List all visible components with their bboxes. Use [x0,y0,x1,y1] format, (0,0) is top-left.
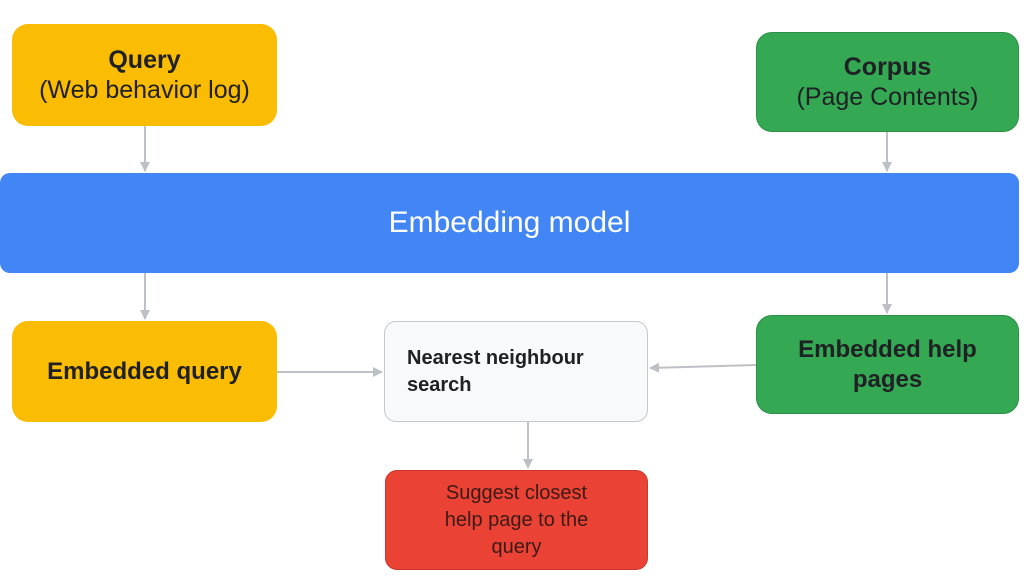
corpus-title: Corpus [843,53,932,81]
embedded-help-pages-node: Embedded help pages [756,315,1019,414]
suggest-line3: query [491,535,542,558]
embedded-query-label: Embedded query [47,357,242,385]
suggest-line1: Suggest closest [445,481,588,504]
corpus-node: Corpus (Page Contents) [756,32,1019,132]
query-subtitle: (Web behavior log) [39,76,250,104]
corpus-subtitle: (Page Contents) [796,83,979,111]
embedded-help-pages-line2: pages [852,365,923,393]
embedded-query-node: Embedded query [12,321,277,422]
nearest-neighbour-line2: search [407,373,472,396]
nearest-neighbour-line1: Nearest neighbour [407,346,584,369]
suggest-node: Suggest closest help page to the query [385,470,648,570]
suggest-line2: help page to the [444,508,589,531]
nearest-neighbour-node: Nearest neighbour search [384,321,648,422]
embedding-model-label: Embedding model [388,206,631,239]
embedding-model-node: Embedding model [0,173,1019,273]
embedded-help-pages-line1: Embedded help [798,335,977,363]
query-node: Query (Web behavior log) [12,24,277,126]
arrow-help-pages-to-search [649,362,757,373]
query-title: Query [108,46,181,74]
